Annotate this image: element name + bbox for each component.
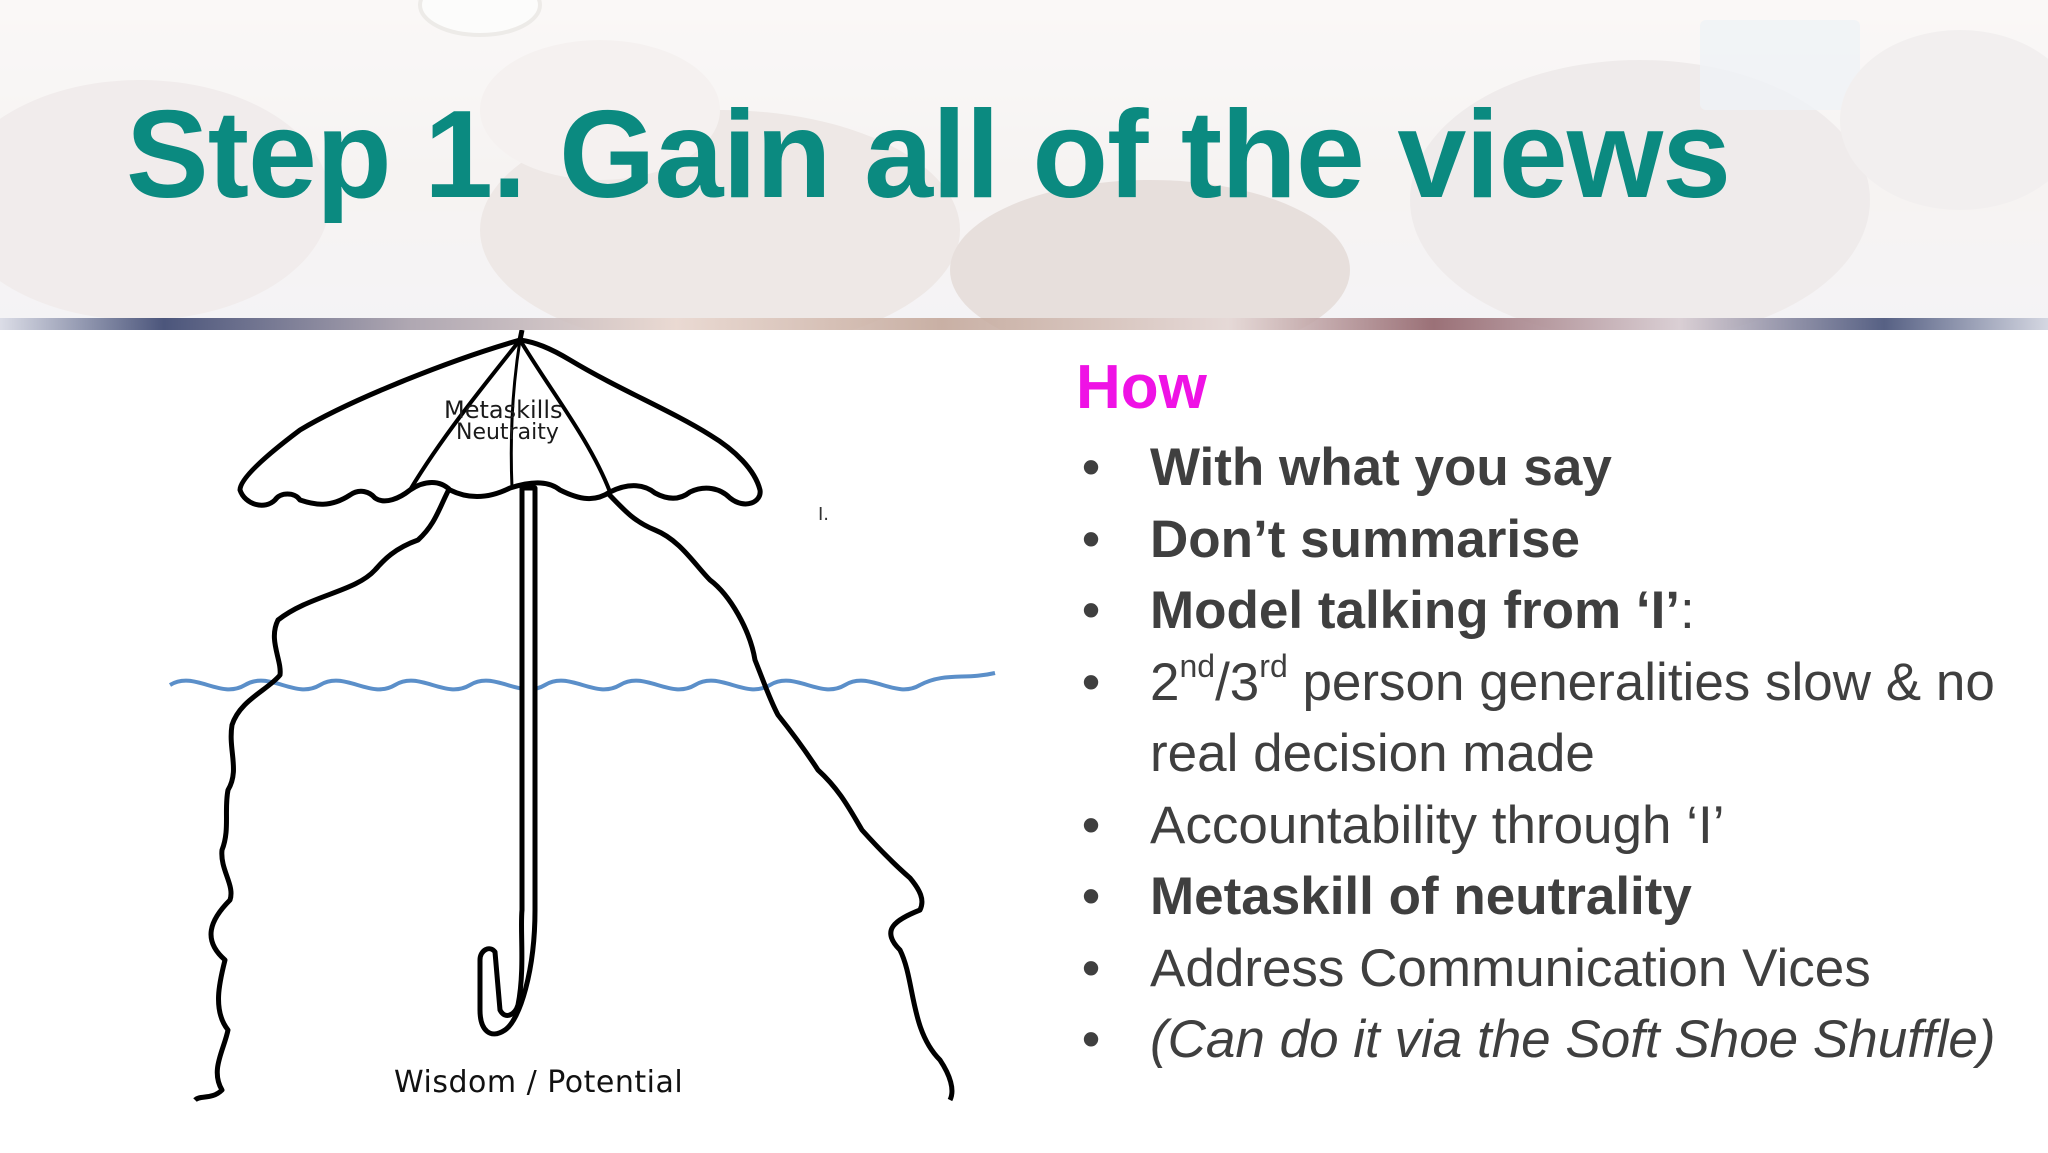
header-banner: Step 1. Gain all of the views	[0, 0, 2048, 330]
bullet-item: • With what you say	[1076, 432, 2036, 504]
bullet-text: Metaskill of neutrality	[1150, 867, 1692, 926]
bullet-text: With what you say	[1150, 438, 1612, 497]
bullet-item: • Metaskill of neutrality	[1076, 861, 2036, 933]
umbrella-label-line2: Neutraity	[456, 420, 559, 445]
bullet-item: • Accountability through ‘I’	[1076, 790, 2036, 862]
stray-mark: I.	[818, 504, 830, 525]
water-line	[168, 671, 996, 692]
bullet-text: Model talking from ‘I’	[1150, 581, 1681, 640]
bullet-item: • 2nd/3rd person generalities slow & no r…	[1076, 647, 2036, 790]
bullet-item: • Address Communication Vices	[1076, 933, 2036, 1005]
bullet-dot: •	[1081, 509, 1101, 569]
umbrella-label-line1: Metaskills	[444, 396, 563, 424]
bullet-dot: •	[1081, 867, 1101, 926]
bullet-dot: •	[1081, 1010, 1101, 1069]
slide-title: Step 1. Gain all of the views	[126, 86, 1731, 224]
bullet-dot: •	[1081, 938, 1101, 998]
bullet-suffix: :	[1680, 581, 1695, 640]
bullet-text: (Can do it via the Soft Shoe Shuffle)	[1150, 1010, 1996, 1069]
ordinal-3: /3	[1215, 652, 1260, 712]
banner-overlay	[0, 0, 2048, 330]
how-bullet-list: • With what you say • Don’t summarise • Mod…	[1076, 432, 2036, 1076]
bullet-item: • (Can do it via the Soft Shoe Shuffle)	[1076, 1004, 2036, 1076]
bullet-item: • Model talking from ‘I’:	[1076, 575, 2036, 647]
banner-bottom-strip	[0, 318, 2048, 330]
umbrella-shaft	[477, 485, 538, 1037]
figure-caption: Wisdom / Potential	[394, 1065, 684, 1100]
bullet-dot: •	[1081, 581, 1101, 640]
ordinal-2: 2	[1150, 652, 1180, 712]
bullet-dot: •	[1081, 438, 1101, 497]
iceberg-outline	[193, 410, 534, 1103]
ordinal-3-suffix: rd	[1259, 647, 1288, 684]
bullet-item: • Don’t summarise	[1076, 504, 2036, 576]
umbrella-drawing	[168, 330, 996, 1103]
umbrella-canopy	[237, 337, 763, 508]
how-heading: How	[1076, 353, 1207, 422]
bullet-text: Address Communication Vices	[1150, 938, 1871, 998]
bullet-dot: •	[1081, 652, 1101, 712]
bullet-text: Accountability through ‘I’	[1150, 795, 1725, 855]
bullet-text: Don’t summarise	[1150, 509, 1581, 569]
bullet-dot: •	[1081, 795, 1101, 855]
bullet-text: person generalities slow & no real decis…	[1150, 652, 1995, 784]
ordinal-2-suffix: nd	[1179, 647, 1216, 684]
